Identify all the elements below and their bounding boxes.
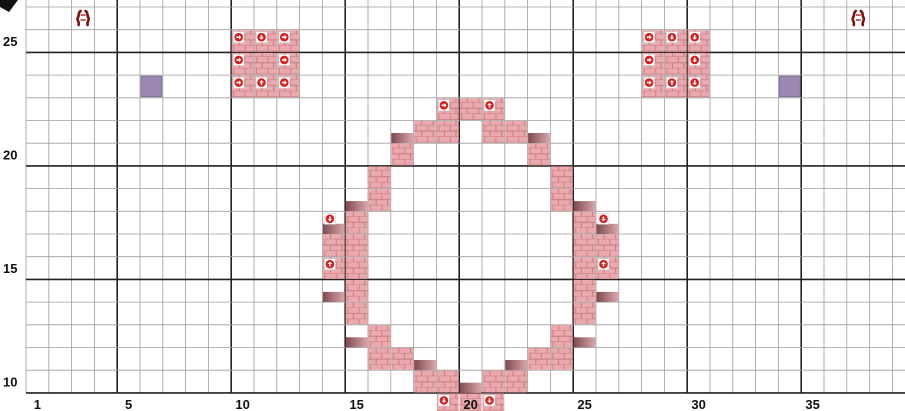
brick-tile[interactable]: [505, 371, 527, 393]
brick-shadow: [597, 292, 619, 302]
arrow-badge-right-icon[interactable]: [233, 54, 244, 65]
figure-icon[interactable]: [77, 11, 88, 25]
brick-tile[interactable]: [483, 121, 505, 143]
arrow-badge-down-icon[interactable]: [666, 32, 677, 43]
brick-tile[interactable]: [528, 144, 550, 166]
brick-tile[interactable]: [551, 189, 573, 211]
figure-icon[interactable]: [853, 11, 864, 25]
brick-layer: [232, 30, 710, 411]
brick-tile[interactable]: [346, 212, 368, 234]
arrow-badge-right-icon[interactable]: [438, 100, 449, 111]
arrow-badge-down-icon[interactable]: [689, 32, 700, 43]
figure-layer: [77, 11, 864, 25]
x-axis-label: 30: [691, 397, 705, 411]
brick-tile[interactable]: [255, 53, 277, 75]
x-axis-label: 25: [577, 397, 591, 411]
brick-tile[interactable]: [369, 189, 391, 211]
corner-cursor-icon: [0, 0, 18, 12]
brick-tile[interactable]: [574, 235, 596, 257]
arrow-badge-right-icon[interactable]: [279, 77, 290, 88]
spawn-marker[interactable]: [779, 76, 800, 97]
arrow-badge-right-icon[interactable]: [279, 32, 290, 43]
brick-tile[interactable]: [574, 257, 596, 279]
y-axis-label: 25: [3, 34, 17, 49]
brick-tile[interactable]: [551, 348, 573, 370]
x-axis-label: 1: [34, 397, 41, 411]
brick-tile[interactable]: [369, 348, 391, 370]
y-axis-label: 10: [3, 375, 17, 390]
brick-shadow: [414, 360, 436, 370]
arrow-badge-down-icon[interactable]: [484, 395, 495, 406]
brick-tile[interactable]: [346, 280, 368, 302]
brick-tile[interactable]: [369, 166, 391, 188]
arrow-badge-down-icon[interactable]: [256, 32, 267, 43]
brick-shadow: [528, 133, 550, 143]
brick-tile[interactable]: [574, 303, 596, 325]
spawn-marker[interactable]: [141, 76, 162, 97]
grid-lines: [26, 0, 905, 393]
brick-tile[interactable]: [483, 371, 505, 393]
arrow-badge-down-icon[interactable]: [689, 77, 700, 88]
arrow-badge-right-icon[interactable]: [644, 32, 655, 43]
brick-shadow: [597, 224, 619, 234]
arrow-badge-right-icon[interactable]: [644, 77, 655, 88]
brick-tile[interactable]: [346, 303, 368, 325]
brick-tile[interactable]: [597, 235, 619, 257]
arrow-badge-right-icon[interactable]: [233, 32, 244, 43]
brick-tile[interactable]: [551, 166, 573, 188]
brick-tile[interactable]: [665, 53, 687, 75]
brick-tile[interactable]: [346, 235, 368, 257]
arrow-badge-up-icon[interactable]: [484, 100, 495, 111]
arrow-badge-up-icon[interactable]: [324, 259, 335, 270]
brick-shadow: [323, 224, 345, 234]
x-axis-label: 20: [463, 397, 477, 411]
x-axis-label: 35: [805, 397, 819, 411]
arrow-badge-right-icon[interactable]: [279, 54, 290, 65]
brick-tile[interactable]: [437, 121, 459, 143]
arrow-badge-right-icon[interactable]: [233, 77, 244, 88]
brick-tile[interactable]: [528, 348, 550, 370]
brick-shadow: [505, 360, 527, 370]
brick-shadow: [346, 337, 368, 347]
brick-shadow: [323, 292, 345, 302]
brick-tile[interactable]: [369, 325, 391, 347]
x-axis-label: 15: [349, 397, 363, 411]
brick-tile[interactable]: [414, 371, 436, 393]
brick-shadow: [346, 201, 368, 211]
brick-tile[interactable]: [551, 325, 573, 347]
brick-tile[interactable]: [391, 144, 413, 166]
y-axis-label: 15: [3, 261, 17, 276]
brick-shadow: [391, 133, 413, 143]
brick-shadow: [574, 201, 596, 211]
brick-tile[interactable]: [391, 348, 413, 370]
brick-tile[interactable]: [346, 257, 368, 279]
arrow-badge-down-icon[interactable]: [438, 395, 449, 406]
brick-tile[interactable]: [505, 121, 527, 143]
arrow-badge-up-icon[interactable]: [598, 259, 609, 270]
brick-tile[interactable]: [574, 280, 596, 302]
arrow-badge-up-icon[interactable]: [666, 77, 677, 88]
arrow-badge-up-icon[interactable]: [256, 77, 267, 88]
arrow-badge-down-icon[interactable]: [598, 213, 609, 224]
x-axis-label: 5: [125, 397, 132, 411]
arrow-badge-down-icon[interactable]: [689, 54, 700, 65]
brick-tile[interactable]: [574, 212, 596, 234]
x-axis-label: 10: [235, 397, 249, 411]
arrow-badge-right-icon[interactable]: [644, 54, 655, 65]
arrow-badge-down-icon[interactable]: [324, 213, 335, 224]
brick-shadow: [574, 337, 596, 347]
brick-tile[interactable]: [460, 98, 482, 120]
badge-layer: [233, 32, 700, 406]
brick-tile[interactable]: [437, 371, 459, 393]
brick-tile[interactable]: [414, 121, 436, 143]
brick-tile[interactable]: [323, 235, 345, 257]
brick-shadow: [460, 383, 482, 393]
y-axis-label: 20: [3, 148, 17, 163]
